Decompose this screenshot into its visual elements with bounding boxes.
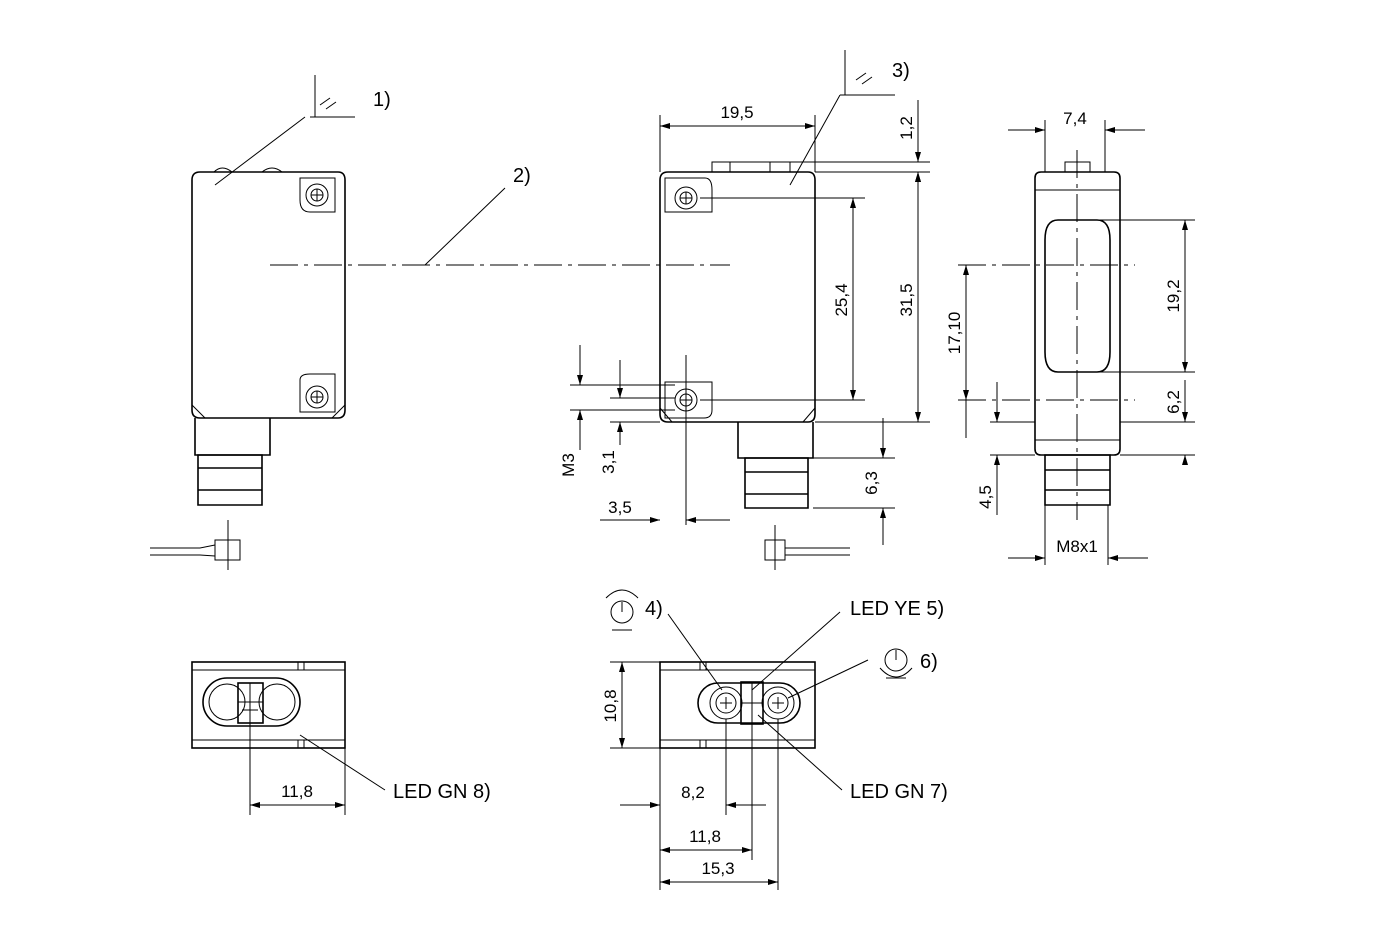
callout-2: 2) (513, 165, 531, 187)
potentiometer-icon (879, 648, 913, 679)
dim-8-2: 8,2 (681, 783, 705, 802)
callout-8: LED GN 8) (393, 781, 491, 803)
callout-5: LED YE 5) (850, 598, 944, 620)
dim-6-2: 6,2 (1164, 390, 1183, 414)
sensor-side-view (958, 150, 1135, 520)
sensor-top-view-right (659, 661, 816, 749)
dim-15-3: 15,3 (701, 859, 734, 878)
dim-m8x1: M8x1 (1056, 537, 1098, 556)
sensor-front-view (150, 167, 346, 570)
callout-1: 1) (373, 89, 391, 111)
sensor-rear-view (659, 161, 850, 570)
dim-31-5: 31,5 (897, 283, 916, 316)
dim-m3: M3 (559, 453, 578, 477)
dim-11-8-right: 11,8 (689, 827, 721, 846)
callout-3: 3) (892, 60, 910, 82)
dim-1-2: 1,2 (897, 116, 916, 140)
callout-6: 6) (920, 651, 938, 673)
callout-7: LED GN 7) (850, 781, 948, 803)
dim-25-4: 25,4 (832, 283, 851, 316)
dim-17-10: 17,10 (945, 312, 964, 355)
dim-11-8-left: 11,8 (281, 782, 313, 801)
dim-19-5: 19,5 (720, 103, 753, 122)
dim-3-5: 3,5 (608, 498, 632, 517)
dim-6-3: 6,3 (862, 471, 881, 495)
sensor-top-view-left (191, 661, 346, 749)
potentiometer-icon (605, 589, 639, 631)
dim-3-1: 3,1 (599, 450, 618, 474)
dim-10-8: 10,8 (601, 689, 620, 722)
callout-4: 4) (645, 598, 663, 620)
dim-19-2: 19,2 (1164, 279, 1183, 312)
dim-7-4: 7,4 (1063, 109, 1087, 128)
dim-4-5: 4,5 (976, 485, 995, 509)
